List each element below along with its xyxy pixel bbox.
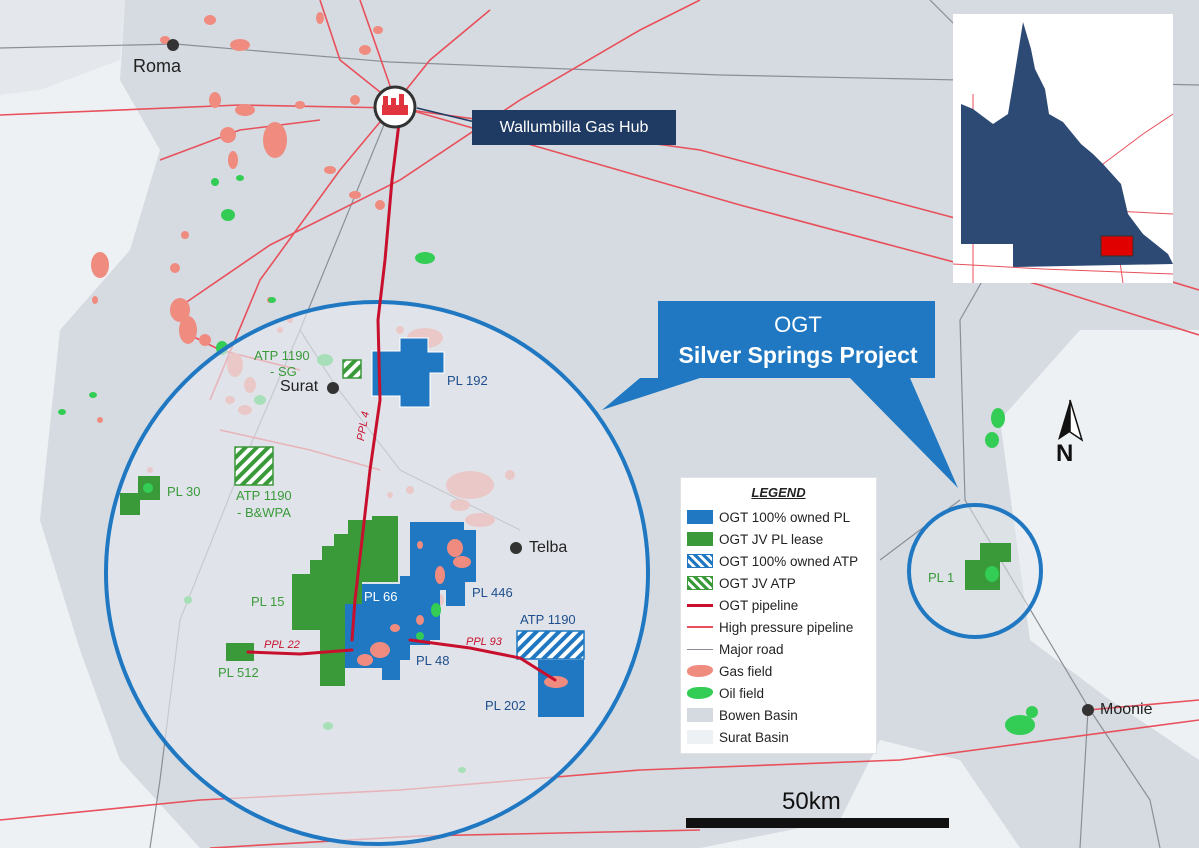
legend-row-jv-pl: OGT JV PL lease <box>687 529 823 549</box>
label-pl30: PL 30 <box>167 484 201 499</box>
lease-pl512[interactable] <box>226 643 254 661</box>
lease-atp1190-bwpa[interactable] <box>234 446 274 486</box>
label-pl15: PL 15 <box>251 594 285 609</box>
hub-leader <box>416 107 476 123</box>
scale-bar <box>686 818 949 828</box>
lease-pl1[interactable] <box>965 543 1011 590</box>
legend-label: High pressure pipeline <box>719 619 854 635</box>
legend-label: OGT JV ATP <box>719 575 796 591</box>
project-callout-text: OGT Silver Springs Project <box>660 300 936 369</box>
legend-label: Gas field <box>719 663 773 679</box>
legend-row-major-road: Major road <box>687 639 784 659</box>
legend-row-ogt-atp: OGT 100% owned ATP <box>687 551 858 571</box>
callout-project-name: Silver Springs Project <box>678 342 918 368</box>
label-telba: Telba <box>529 539 568 556</box>
moonie-dot <box>1082 704 1094 716</box>
legend-swatch-hp-pipeline <box>687 626 713 628</box>
pl1-oil-field <box>985 566 999 582</box>
label-pl1: PL 1 <box>928 570 955 585</box>
legend-swatch-gas-field <box>687 665 713 677</box>
gas-fields-in-leases <box>357 539 568 688</box>
legend-row-hp-pipeline: High pressure pipeline <box>687 617 853 637</box>
legend-swatch-ogt-pipeline <box>687 603 713 607</box>
legend-label: OGT 100% owned ATP <box>719 553 859 569</box>
label-pl202: PL 202 <box>485 698 526 713</box>
label-pl192: PL 192 <box>447 373 488 388</box>
legend-label: OGT 100% owned PL <box>719 509 851 525</box>
inset-map <box>952 14 1174 284</box>
telba-dot <box>510 542 522 554</box>
label-atp1190-bwpa-1: ATP 1190 <box>236 488 292 503</box>
legend-row-jv-atp: OGT JV ATP <box>687 573 796 593</box>
project-callout <box>602 301 958 488</box>
map-legend: LEGEND OGT 100% owned PL OGT JV PL lease… <box>681 478 876 753</box>
legend-swatch-oil-field <box>687 687 713 699</box>
bowen-basin-top <box>0 0 125 95</box>
legend-row-ogt-pl: OGT 100% owned PL <box>687 507 850 527</box>
lease-atp1190[interactable] <box>516 630 585 660</box>
legend-row-bowen-basin: Bowen Basin <box>687 705 798 725</box>
north-arrow-icon <box>1058 399 1084 442</box>
legend-row-surat-basin: Surat Basin <box>687 727 789 747</box>
label-atp1190-sg-1: ATP 1190 <box>254 348 310 363</box>
scale-label: 50km <box>782 788 841 815</box>
legend-swatch-bowen-basin <box>687 708 713 722</box>
legend-title: LEGEND <box>751 485 806 500</box>
label-pl512: PL 512 <box>218 665 259 680</box>
callout-company: OGT <box>774 312 822 337</box>
legend-label: OGT pipeline <box>719 597 799 613</box>
wallumbilla-hub-label: Wallumbilla Gas Hub <box>472 110 676 145</box>
lease-pl15[interactable] <box>292 516 398 686</box>
label-atp1190: ATP 1190 <box>520 612 576 627</box>
oil-fields-in-leases <box>143 483 441 640</box>
surat-dot <box>327 382 339 394</box>
legend-row-gas-field: Gas field <box>687 661 772 681</box>
lease-atp1190-sg[interactable] <box>342 359 362 379</box>
ogt-pipelines <box>246 113 557 682</box>
legend-swatch-jv-pl <box>687 532 713 546</box>
legend-swatch-ogt-pl <box>687 510 713 524</box>
project-location-marker <box>1100 235 1134 257</box>
legend-label: Surat Basin <box>719 729 789 745</box>
label-atp1190-sg-2: - SG <box>270 364 297 379</box>
legend-swatch-ogt-atp <box>687 554 713 568</box>
legend-row-oil-field: Oil field <box>687 683 764 703</box>
label-ppl93: PPL 93 <box>466 636 502 648</box>
north-label: N <box>1056 440 1074 467</box>
gas-hub-icon[interactable] <box>373 85 417 129</box>
label-surat: Surat <box>280 378 319 395</box>
legend-swatch-surat-basin <box>687 730 713 744</box>
lease-pl192[interactable] <box>371 337 445 408</box>
legend-label: Bowen Basin <box>719 707 798 723</box>
label-pl48: PL 48 <box>416 653 450 668</box>
legend-swatch-jv-atp <box>687 576 713 590</box>
inset-queensland-map <box>952 22 1174 284</box>
legend-swatch-major-road <box>687 648 713 650</box>
queensland-shape <box>961 22 1173 267</box>
label-atp1190-bwpa-2: - B&WPA <box>237 505 291 520</box>
legend-row-ogt-pipeline: OGT pipeline <box>687 595 798 615</box>
label-roma: Roma <box>133 56 182 76</box>
label-ppl22: PPL 22 <box>264 639 300 651</box>
legend-label: OGT JV PL lease <box>719 531 824 547</box>
label-moonie: Moonie <box>1100 701 1153 718</box>
legend-label: Major road <box>719 641 784 657</box>
lease-pl202[interactable] <box>538 660 584 717</box>
legend-label: Oil field <box>719 685 765 701</box>
label-pl66: PL 66 <box>364 589 398 604</box>
roma-dot <box>167 39 179 51</box>
label-pl446: PL 446 <box>472 585 513 600</box>
